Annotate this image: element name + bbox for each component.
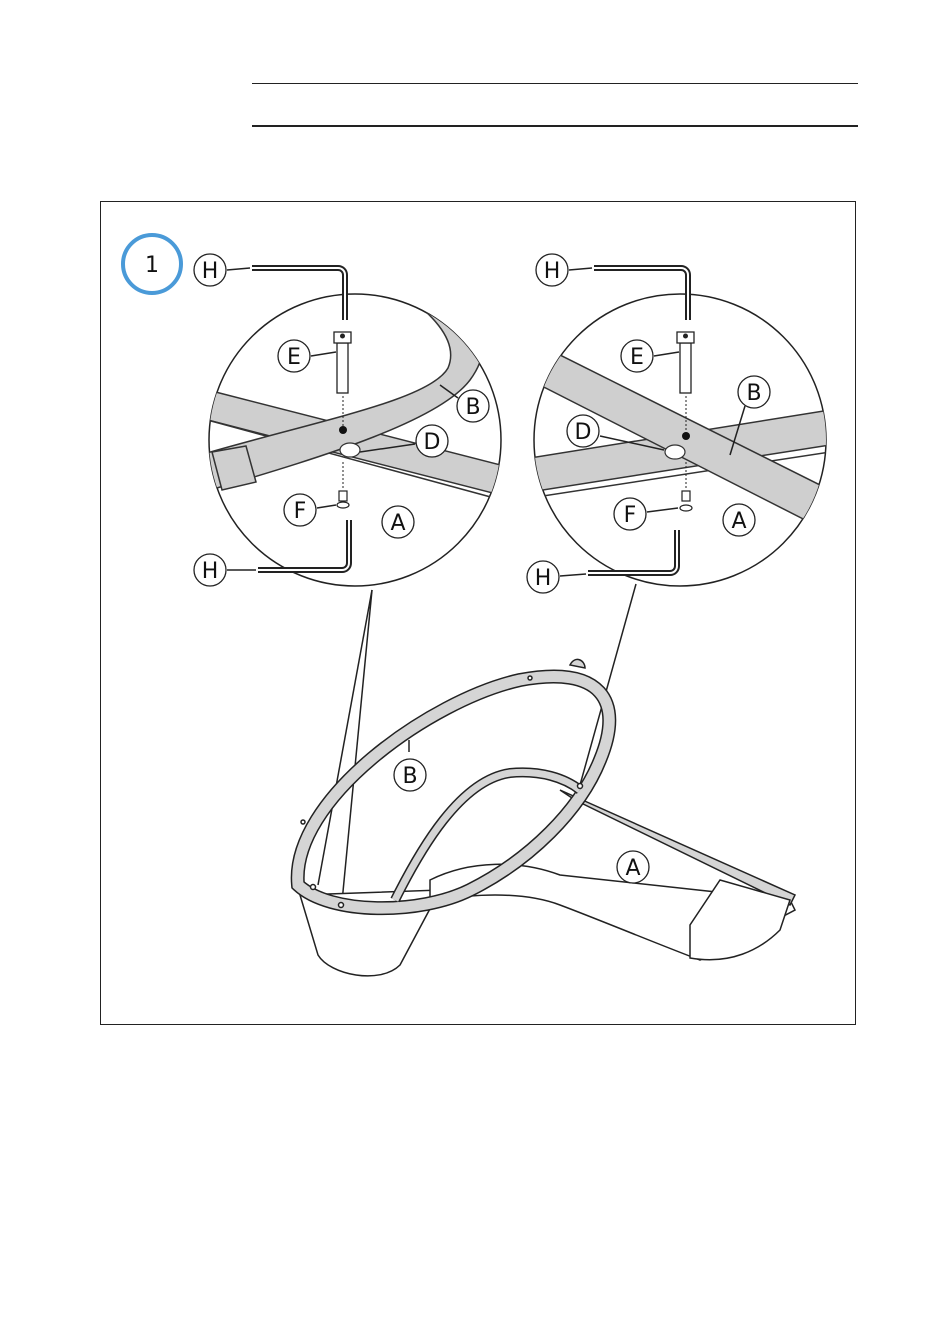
svg-text:H: H xyxy=(544,259,561,284)
svg-text:D: D xyxy=(424,430,441,455)
svg-text:D: D xyxy=(575,420,592,445)
overview-assembly xyxy=(298,659,795,975)
callout-a-left: A xyxy=(382,506,414,538)
svg-text:B: B xyxy=(746,381,761,406)
callout-h-top-left: H xyxy=(194,254,250,286)
callout-h-bottom-right: H xyxy=(527,561,586,593)
hole-d-right xyxy=(665,445,685,459)
bolt-e-right xyxy=(680,343,691,393)
svg-text:F: F xyxy=(294,499,307,524)
callout-b-overview: B xyxy=(394,759,426,791)
leader-left-2 xyxy=(318,590,372,885)
svg-text:A: A xyxy=(390,511,405,536)
hole-d xyxy=(340,443,360,457)
step-badge: 1 xyxy=(123,235,181,293)
callout-a-right: A xyxy=(723,504,755,536)
svg-text:B: B xyxy=(465,395,480,420)
svg-text:A: A xyxy=(731,509,746,534)
svg-text:B: B xyxy=(402,764,417,789)
callout-h-top-right: H xyxy=(536,254,592,286)
bolt-e xyxy=(337,343,348,393)
svg-text:A: A xyxy=(625,856,640,881)
svg-text:F: F xyxy=(624,503,637,528)
svg-text:E: E xyxy=(630,345,644,370)
svg-text:E: E xyxy=(287,345,301,370)
svg-text:H: H xyxy=(202,259,219,284)
nut-f-right xyxy=(682,491,690,501)
callout-a-overview: A xyxy=(617,851,649,883)
nut-f xyxy=(339,491,347,501)
step-number: 1 xyxy=(145,253,159,278)
svg-text:H: H xyxy=(202,559,219,584)
svg-text:H: H xyxy=(535,566,552,591)
leader-left-1 xyxy=(342,590,372,902)
callout-h-bottom-left: H xyxy=(194,554,256,586)
detail-left xyxy=(200,270,520,586)
